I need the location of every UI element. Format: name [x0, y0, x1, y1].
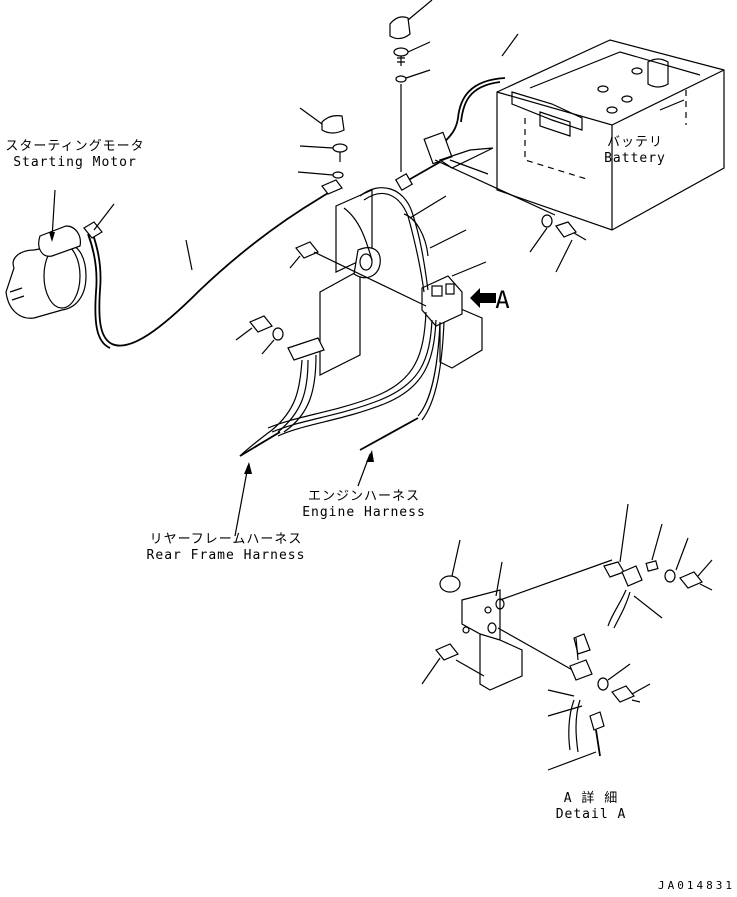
harness-bracket-assembly	[319, 189, 483, 376]
starting-motor-label-en: Starting Motor	[13, 155, 137, 170]
drawing-code: JA014831	[658, 879, 735, 892]
motor-cable-bolt-stack	[297, 107, 348, 179]
rear-frame-harness-label-en: Rear Frame Harness	[146, 548, 306, 563]
washer	[541, 214, 553, 228]
starting-motor	[5, 189, 87, 319]
detail-a-label-en: Detail A	[555, 807, 627, 822]
detail-bolt	[435, 643, 459, 661]
battery-label-jp: バッテリ	[606, 135, 663, 150]
battery	[496, 39, 725, 231]
detail-a-view	[421, 503, 713, 771]
battery-label-en: Battery	[604, 151, 666, 166]
detail-a-arrow	[470, 288, 496, 308]
harness-wiring	[239, 187, 445, 457]
rubber-grommet	[439, 575, 461, 593]
detail-a-marker: A	[495, 286, 511, 314]
cable-terminal-cover	[423, 131, 453, 165]
rear-frame-harness-leader	[234, 465, 249, 537]
engine-harness-label-jp: エンジンハーネス	[307, 489, 420, 504]
bracket-bolt	[295, 241, 319, 259]
lower-bolt	[249, 315, 273, 333]
starting-motor-leader	[51, 189, 56, 239]
battery-bolt	[555, 221, 577, 238]
engine-harness-label-en: Engine Harness	[302, 505, 426, 520]
starting-motor-label-jp: スターティングモータ	[5, 139, 145, 154]
rear-frame-harness-label-jp: リヤーフレームハーネス	[149, 532, 303, 547]
detail-a-label-jp: A 詳 細	[563, 791, 619, 806]
battery-positive-cable	[436, 77, 506, 151]
starting-motor-cable	[91, 189, 335, 347]
top-bolt-stack	[389, 0, 433, 172]
